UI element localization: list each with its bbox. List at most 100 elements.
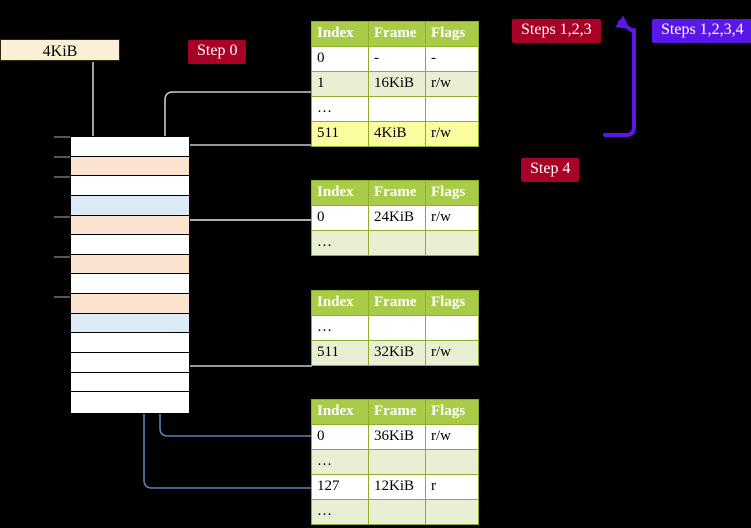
frame-cell <box>368 96 426 122</box>
frame-cell <box>368 499 426 525</box>
memory-frame-1 <box>71 156 189 177</box>
index-cell: … <box>311 96 369 122</box>
column-header-index: Index <box>311 180 369 206</box>
column-header-flags: Flags <box>425 180 479 206</box>
index-cell: 0 <box>311 46 369 72</box>
frame-cell: 32KiB <box>368 340 426 366</box>
badge-steps-1234: Steps 1,2,3,4 <box>652 19 751 43</box>
frame-cell <box>368 315 426 341</box>
badge-step-4: Step 4 <box>521 158 580 182</box>
index-cell: 0 <box>311 424 369 450</box>
arrow-steps-bracket-head <box>615 15 636 34</box>
flags-cell <box>425 449 479 475</box>
flags-cell: r/w <box>425 205 479 231</box>
column-header-flags: Flags <box>425 399 479 425</box>
table-row: … <box>311 315 479 341</box>
index-cell: 0 <box>311 205 369 231</box>
memory-frame-13 <box>71 392 189 412</box>
memory-frame-12 <box>71 372 189 393</box>
column-header-index: Index <box>311 21 369 47</box>
memory-frame-2 <box>71 176 189 196</box>
memory-frame-0 <box>71 137 189 157</box>
index-cell: 127 <box>311 474 369 500</box>
column-header-frame: Frame <box>368 180 426 206</box>
flags-cell: r <box>425 474 479 500</box>
table-row: … <box>311 230 479 256</box>
ellipsis: … <box>317 234 333 250</box>
memory-frame-7 <box>71 274 189 295</box>
table-row: … <box>311 449 479 475</box>
memory-frame-11 <box>71 353 189 373</box>
badge-steps-123: Steps 1,2,3 <box>512 19 601 43</box>
index-cell: … <box>311 449 369 475</box>
column-header-flags: Flags <box>425 21 479 47</box>
memory-frame-10 <box>71 333 189 354</box>
column-header-frame: Frame <box>368 21 426 47</box>
flags-cell: - <box>425 46 479 72</box>
memory-tick-2 <box>54 176 70 178</box>
page-size-label: 4KiB <box>0 39 120 61</box>
flags-cell <box>425 315 479 341</box>
column-header-frame: Frame <box>368 399 426 425</box>
frame-cell: - <box>368 46 426 72</box>
column-header-index: Index <box>311 290 369 316</box>
column-header-flags: Flags <box>425 290 479 316</box>
memory-tick-3 <box>54 216 70 218</box>
frame-cell: 4KiB <box>368 121 426 147</box>
table-row: 0-- <box>311 46 479 72</box>
ellipsis: … <box>317 319 333 335</box>
flags-cell: r/w <box>425 121 479 147</box>
physical-memory-column <box>70 136 190 414</box>
flags-cell: r/w <box>425 424 479 450</box>
frame-cell: 36KiB <box>368 424 426 450</box>
flags-cell: r/w <box>425 340 479 366</box>
index-cell: … <box>311 315 369 341</box>
memory-frame-5 <box>71 235 189 255</box>
column-header-index: Index <box>311 399 369 425</box>
memory-frame-9 <box>71 313 189 334</box>
frame-cell <box>368 230 426 256</box>
frame-cell <box>368 449 426 475</box>
memory-tick-5 <box>54 296 70 298</box>
frame-cell: 24KiB <box>368 205 426 231</box>
arrow-table1-to-memory <box>171 219 312 262</box>
ellipsis: … <box>317 453 333 469</box>
frame-cell: 12KiB <box>368 474 426 500</box>
table-row: … <box>311 96 479 122</box>
badge-step-0: Step 0 <box>188 40 247 64</box>
memory-tick-4 <box>54 256 70 258</box>
memory-frame-4 <box>71 215 189 236</box>
index-cell: 511 <box>311 121 369 147</box>
frame-cell: 16KiB <box>368 71 426 97</box>
index-cell: 511 <box>311 340 369 366</box>
table-row: … <box>311 499 479 525</box>
ellipsis: … <box>317 503 333 519</box>
flags-cell: r/w <box>425 71 479 97</box>
flags-cell <box>425 230 479 256</box>
index-cell: … <box>311 499 369 525</box>
memory-frame-6 <box>71 254 189 275</box>
ellipsis: … <box>317 100 333 116</box>
memory-tick-0 <box>54 136 70 138</box>
index-cell: … <box>311 230 369 256</box>
memory-frame-3 <box>71 195 189 216</box>
index-cell: 1 <box>311 71 369 97</box>
flags-cell <box>425 499 479 525</box>
flags-cell <box>425 96 479 122</box>
arrow-steps-bracket <box>603 28 636 137</box>
